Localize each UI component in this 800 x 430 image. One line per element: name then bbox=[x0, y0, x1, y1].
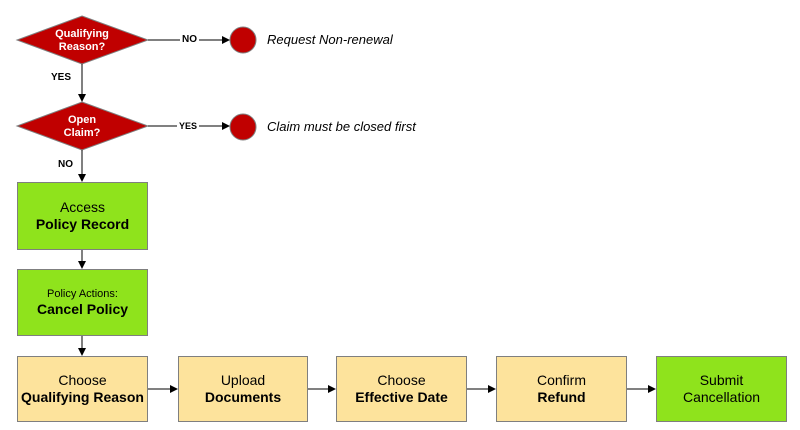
step-line1: Upload bbox=[220, 372, 266, 389]
step-line2: Policy Record bbox=[35, 216, 130, 232]
step-line2: Documents bbox=[204, 389, 282, 405]
edge-label-open-claim-yes: YES bbox=[177, 121, 200, 131]
upload-documents-step: Upload Documents bbox=[178, 356, 308, 422]
choose-effective-date-step: Choose Effective Date bbox=[336, 356, 467, 422]
access-policy-record-step: Access Policy Record bbox=[17, 182, 148, 250]
open-claim-label: Open Claim? bbox=[47, 114, 117, 139]
claim-closed-text: Claim must be closed first bbox=[267, 119, 416, 134]
step-line2: Effective Date bbox=[355, 389, 448, 405]
step-line1: Policy Actions: bbox=[47, 287, 118, 300]
step-line2: Cancellation bbox=[682, 389, 761, 405]
step-line2: Cancel Policy bbox=[36, 300, 129, 317]
non-renewal-terminal bbox=[229, 26, 257, 54]
decision-label-line2: Claim? bbox=[63, 126, 101, 139]
edge-label-qualifying-no: NO bbox=[180, 34, 199, 45]
step-line2: Refund bbox=[537, 389, 586, 405]
claim-closed-terminal bbox=[229, 113, 257, 141]
edge-label-open-claim-no: NO bbox=[58, 159, 73, 170]
non-renewal-text: Request Non-renewal bbox=[267, 32, 393, 47]
submit-cancellation-step: Submit Cancellation bbox=[656, 356, 787, 422]
qualifying-reason-label: Qualifying Reason? bbox=[47, 28, 117, 53]
choose-qualifying-reason-step: Choose Qualifying Reason bbox=[17, 356, 148, 422]
decision-label-line1: Qualifying bbox=[55, 28, 109, 40]
step-line1: Confirm bbox=[536, 372, 586, 389]
decision-label-line2: Reason? bbox=[58, 40, 106, 53]
step-line2: Qualifying Reason bbox=[21, 389, 144, 405]
confirm-refund-step: Confirm Refund bbox=[496, 356, 627, 422]
step-line1: Submit bbox=[699, 372, 744, 389]
cancel-policy-step: Policy Actions: Cancel Policy bbox=[17, 269, 148, 336]
edge-label-qualifying-yes: YES bbox=[51, 72, 72, 83]
step-line1: Choose bbox=[58, 372, 107, 389]
step-line1: Access bbox=[59, 199, 106, 216]
step-line1: Choose bbox=[377, 372, 426, 389]
decision-label-line1: Open bbox=[67, 114, 97, 126]
